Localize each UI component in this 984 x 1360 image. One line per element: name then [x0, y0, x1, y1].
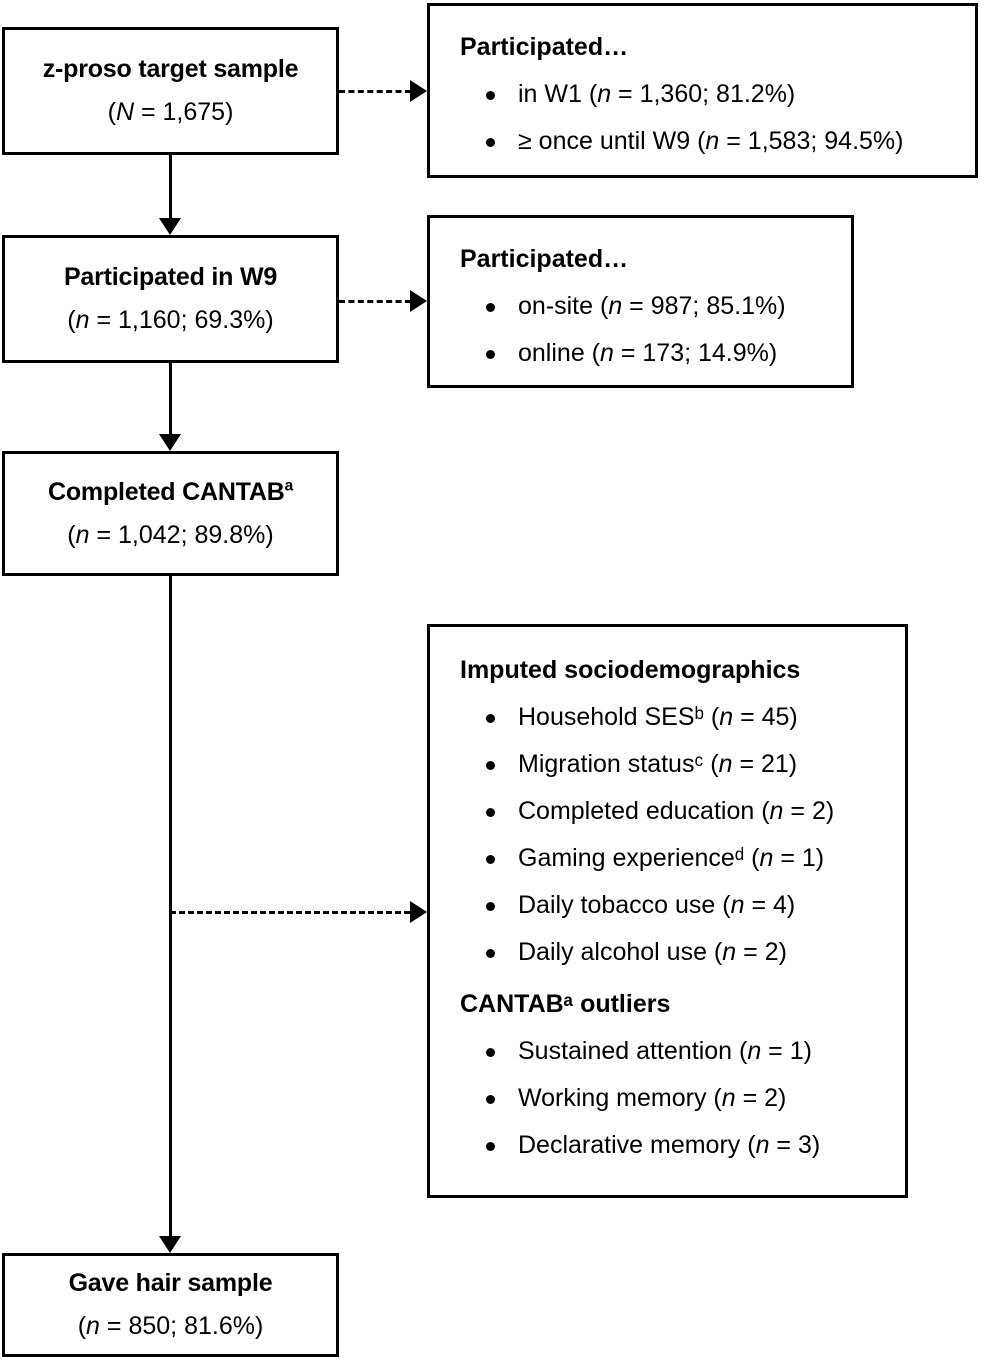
list-item: Migration statusᶜ (n = 21) [460, 749, 889, 779]
node-participated-w9: Participated in W9 (n = 1,160; 69.3%) [2, 235, 339, 363]
list-item: Declarative memory (n = 3) [460, 1130, 889, 1160]
connector-line-1 [169, 155, 172, 219]
panel-imputed-and-outliers: Imputed sociodemographics Household SESᵇ… [427, 624, 908, 1198]
panel-imputed-list: Household SESᵇ (n = 45) Migration status… [460, 702, 889, 967]
dashed-arrowhead-1 [410, 80, 427, 102]
list-item: Household SESᵇ (n = 45) [460, 702, 889, 732]
node-participated-w9-subtitle: (n = 1,160; 69.3%) [67, 306, 274, 334]
connector-line-2 [169, 363, 172, 435]
connector-arrowhead-1 [159, 218, 181, 235]
panel-participation-mode-heading: Participated… [460, 245, 629, 273]
list-item: on-site (n = 987; 85.1%) [460, 291, 835, 321]
node-target-sample-title: z-proso target sample [42, 55, 299, 84]
node-gave-hair-sample-title: Gave hair sample [68, 1269, 273, 1298]
node-gave-hair-sample: Gave hair sample (n = 850; 81.6%) [2, 1253, 339, 1357]
dashed-connector-3 [170, 911, 410, 914]
panel-imputed-heading: Imputed sociodemographics [460, 656, 801, 684]
connector-arrowhead-3 [159, 1236, 181, 1253]
list-item: Working memory (n = 2) [460, 1083, 889, 1113]
footnote-marker-a: a [284, 477, 294, 495]
node-completed-cantab-title: Completed CANTABa [47, 477, 294, 506]
list-item: Daily alcohol use (n = 2) [460, 937, 889, 967]
node-completed-cantab-subtitle: (n = 1,042; 89.8%) [67, 520, 274, 549]
node-completed-cantab: Completed CANTABa (n = 1,042; 89.8%) [2, 451, 339, 576]
connector-line-3 [169, 576, 172, 1236]
list-item: Completed education (n = 2) [460, 796, 889, 826]
panel-participation-mode: Participated… on-site (n = 987; 85.1%) o… [427, 215, 854, 388]
dashed-connector-1 [339, 90, 411, 93]
dashed-connector-2 [339, 300, 411, 303]
list-item: online (n = 173; 14.9%) [460, 338, 835, 368]
dashed-arrowhead-3 [410, 901, 427, 923]
node-target-sample: z-proso target sample (N = 1,675) [2, 27, 339, 155]
panel-outliers-heading: CANTABᵃ outliers [460, 990, 671, 1018]
connector-arrowhead-2 [159, 434, 181, 451]
list-item: in W1 (n = 1,360; 81.2%) [460, 79, 959, 109]
list-item: Gaming experienceᵈ (n = 1) [460, 843, 889, 873]
list-item: Daily tobacco use (n = 4) [460, 890, 889, 920]
panel-outliers-list: Sustained attention (n = 1) Working memo… [460, 1036, 889, 1160]
dashed-arrowhead-2 [410, 290, 427, 312]
list-item: Sustained attention (n = 1) [460, 1036, 889, 1066]
node-gave-hair-sample-subtitle: (n = 850; 81.6%) [77, 1312, 264, 1340]
panel-participation-waves-list: in W1 (n = 1,360; 81.2%) ≥ once until W9… [460, 79, 959, 156]
panel-participation-waves: Participated… in W1 (n = 1,360; 81.2%) ≥… [427, 3, 978, 178]
list-item: ≥ once until W9 (n = 1,583; 94.5%) [460, 126, 959, 156]
node-target-sample-subtitle: (N = 1,675) [107, 98, 234, 126]
panel-participation-waves-heading: Participated… [460, 33, 629, 61]
panel-participation-mode-list: on-site (n = 987; 85.1%) online (n = 173… [460, 291, 835, 368]
node-participated-w9-title: Participated in W9 [63, 263, 278, 292]
